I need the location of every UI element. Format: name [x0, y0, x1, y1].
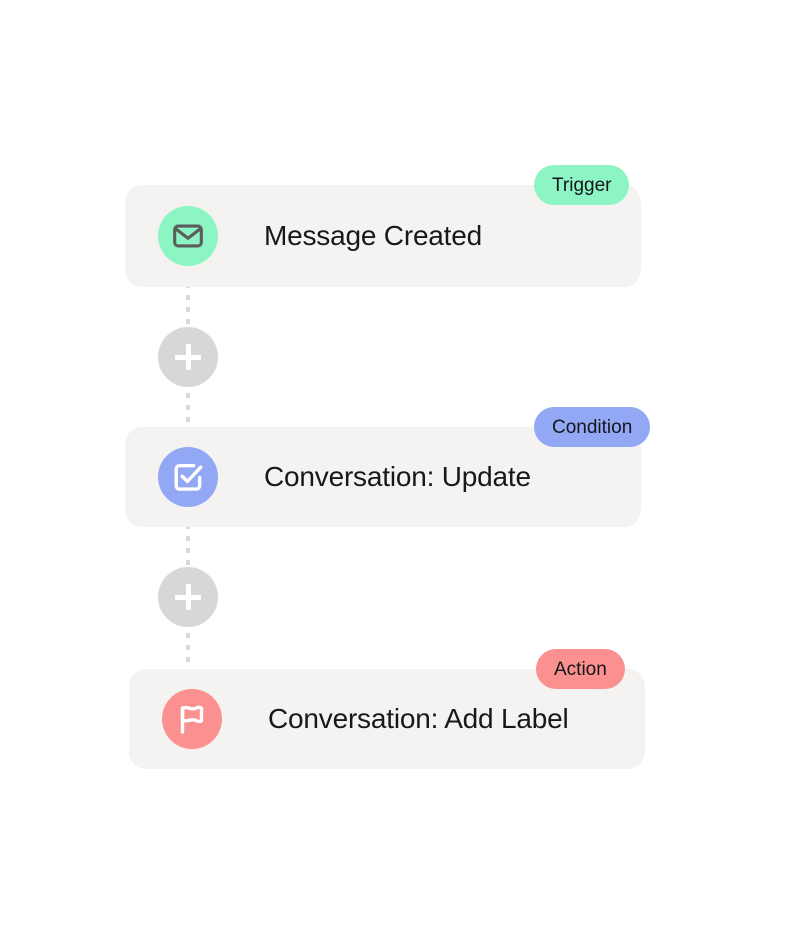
- workflow-node-trigger[interactable]: Message Created: [125, 185, 641, 287]
- node-title-action: Conversation: Add Label: [268, 703, 569, 734]
- add-step-button-2[interactable]: [158, 567, 218, 627]
- connector-line-condition-to-add2: [186, 524, 190, 597]
- status-badge-action: Action: [536, 649, 625, 689]
- node-title-trigger: Message Created: [264, 220, 483, 251]
- checkbox-icon: [158, 447, 218, 507]
- plus-icon-vertical: [185, 344, 191, 370]
- envelope-icon: [158, 206, 218, 266]
- add-step-button-1[interactable]: [158, 327, 218, 387]
- connector-line-add1-to-condition: [186, 357, 190, 427]
- plus-icon-vertical: [185, 584, 191, 610]
- connector-line-trigger-to-add1: [186, 283, 190, 357]
- flag-icon: [162, 689, 222, 749]
- connector-line-add2-to-action: [186, 597, 190, 673]
- status-badge-condition: Condition: [534, 407, 651, 447]
- status-badge-trigger: Trigger: [534, 165, 630, 205]
- node-title-condition: Conversation: Update: [264, 461, 531, 492]
- workflow-node-condition[interactable]: Conversation: Update: [125, 427, 641, 527]
